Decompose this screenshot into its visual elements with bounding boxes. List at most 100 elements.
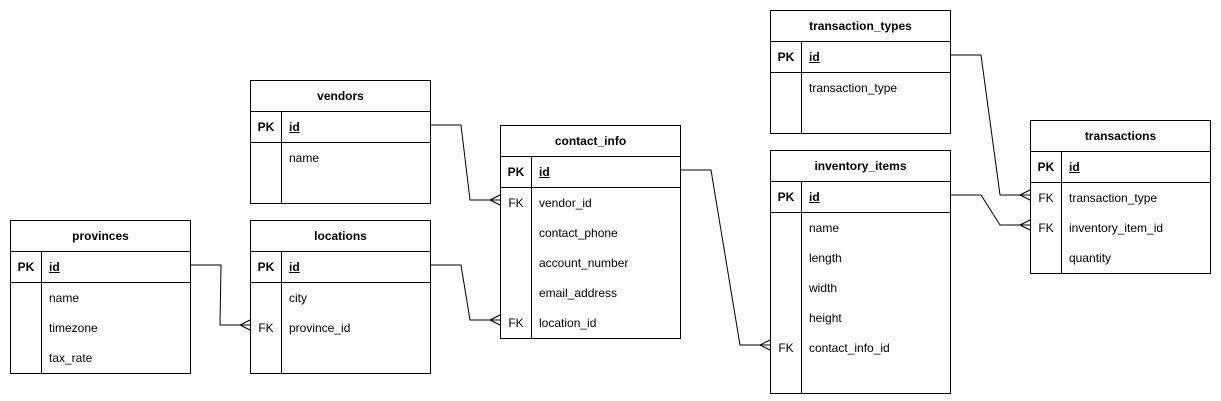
entity-fields: PK id name xyxy=(251,112,430,203)
field-name: contact_phone xyxy=(539,226,618,240)
field-row[interactable] xyxy=(771,363,950,393)
field-row[interactable] xyxy=(771,103,950,133)
entity-title: vendors xyxy=(251,81,430,112)
field-row[interactable] xyxy=(251,343,430,373)
field-row[interactable]: name xyxy=(771,213,950,243)
primary-key-row[interactable]: PK id xyxy=(251,252,430,283)
relationship-inventory-items-to-transactions xyxy=(951,194,1031,231)
relationship-locations-to-contact-info xyxy=(431,264,501,326)
entity-title: transactions xyxy=(1031,121,1210,152)
entity-title: locations xyxy=(251,221,430,252)
field-row[interactable]: tax_rate xyxy=(11,343,190,373)
crows-foot-many-icon xyxy=(1019,189,1031,201)
entity-title: inventory_items xyxy=(771,151,950,182)
field-name: name xyxy=(49,291,80,305)
field-name: quantity xyxy=(1069,251,1112,265)
key-marker: PK xyxy=(17,260,35,274)
field-row[interactable]: name xyxy=(251,143,430,173)
key-column-divider xyxy=(531,157,532,338)
entity-title: provinces xyxy=(11,221,190,252)
key-marker: FK xyxy=(778,341,794,355)
relationship-transaction-types-to-transactions xyxy=(951,54,1031,201)
field-name: vendor_id xyxy=(539,196,592,210)
field-name: name xyxy=(809,221,840,235)
key-marker: PK xyxy=(257,120,275,134)
connector-line xyxy=(951,54,1030,196)
connector-line xyxy=(681,169,770,346)
field-name: id xyxy=(289,120,300,134)
key-marker: FK xyxy=(258,321,274,335)
field-name: name xyxy=(289,151,320,165)
field-name: width xyxy=(809,281,838,295)
field-row[interactable]: contact_phone xyxy=(501,218,680,248)
field-row[interactable]: email_address xyxy=(501,278,680,308)
field-row[interactable]: city xyxy=(251,283,430,313)
key-marker: PK xyxy=(1037,160,1055,174)
field-name: id xyxy=(1069,160,1080,174)
field-row[interactable]: width xyxy=(771,273,950,303)
primary-key-row[interactable]: PK id xyxy=(501,157,680,188)
field-name: city xyxy=(289,291,307,305)
key-column-divider xyxy=(1061,152,1062,273)
relationship-contact-info-to-inventory-items xyxy=(681,169,771,351)
key-column-divider xyxy=(281,112,282,203)
field-name: account_number xyxy=(539,256,629,270)
connector-line xyxy=(431,264,500,321)
field-name: province_id xyxy=(289,321,351,335)
primary-key-row[interactable]: PK id xyxy=(251,112,430,143)
crows-foot-many-icon xyxy=(759,339,771,351)
key-column-divider xyxy=(801,182,802,393)
entity-title: transaction_types xyxy=(771,11,950,42)
field-row[interactable]: quantity xyxy=(1031,243,1210,273)
field-name: id xyxy=(289,260,300,274)
field-name: id xyxy=(49,260,60,274)
field-row[interactable]: FK province_id xyxy=(251,313,430,343)
primary-key-row[interactable]: PK id xyxy=(1031,152,1210,183)
key-marker: PK xyxy=(257,260,275,274)
field-name: location_id xyxy=(539,316,597,330)
crows-foot-many-icon xyxy=(489,194,501,206)
field-name: length xyxy=(809,251,842,265)
field-name: id xyxy=(539,165,550,179)
connector-line xyxy=(191,264,250,326)
entity-fields: PK id name timezone tax_rate xyxy=(11,252,190,373)
key-marker: FK xyxy=(508,196,524,210)
relationship-vendors-to-contact-info xyxy=(431,124,501,206)
key-marker: PK xyxy=(777,50,795,64)
field-name: contact_info_id xyxy=(809,341,890,355)
field-row[interactable]: timezone xyxy=(11,313,190,343)
field-name: timezone xyxy=(49,321,98,335)
relationship-provinces-to-locations xyxy=(191,264,251,331)
field-row[interactable] xyxy=(251,173,430,203)
field-row[interactable]: FK vendor_id xyxy=(501,188,680,218)
field-row[interactable]: name xyxy=(11,283,190,313)
key-marker: PK xyxy=(777,190,795,204)
key-column-divider xyxy=(281,252,282,373)
crows-foot-many-icon xyxy=(489,314,501,326)
field-row[interactable]: height xyxy=(771,303,950,333)
key-marker: PK xyxy=(507,165,525,179)
crows-foot-many-icon xyxy=(239,319,251,331)
field-row[interactable]: transaction_type xyxy=(771,73,950,103)
field-row[interactable]: FK contact_info_id xyxy=(771,333,950,363)
field-row[interactable]: account_number xyxy=(501,248,680,278)
field-row[interactable]: length xyxy=(771,243,950,273)
primary-key-row[interactable]: PK id xyxy=(11,252,190,283)
